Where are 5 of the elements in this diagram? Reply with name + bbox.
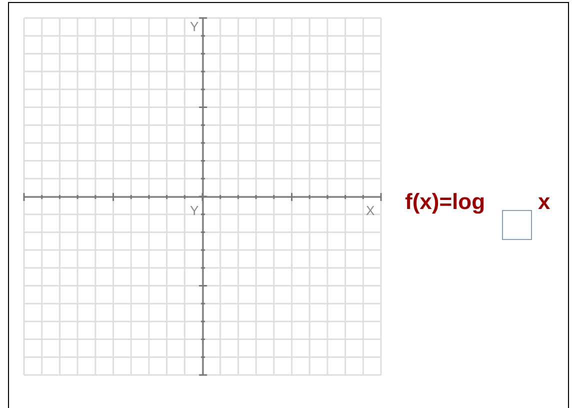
axis-label: Y [190, 20, 199, 33]
axis-label: Y [190, 204, 199, 217]
function-formula: f(x)=log [405, 190, 486, 214]
axis-label: X [366, 204, 375, 217]
variable-label: x [538, 190, 550, 214]
